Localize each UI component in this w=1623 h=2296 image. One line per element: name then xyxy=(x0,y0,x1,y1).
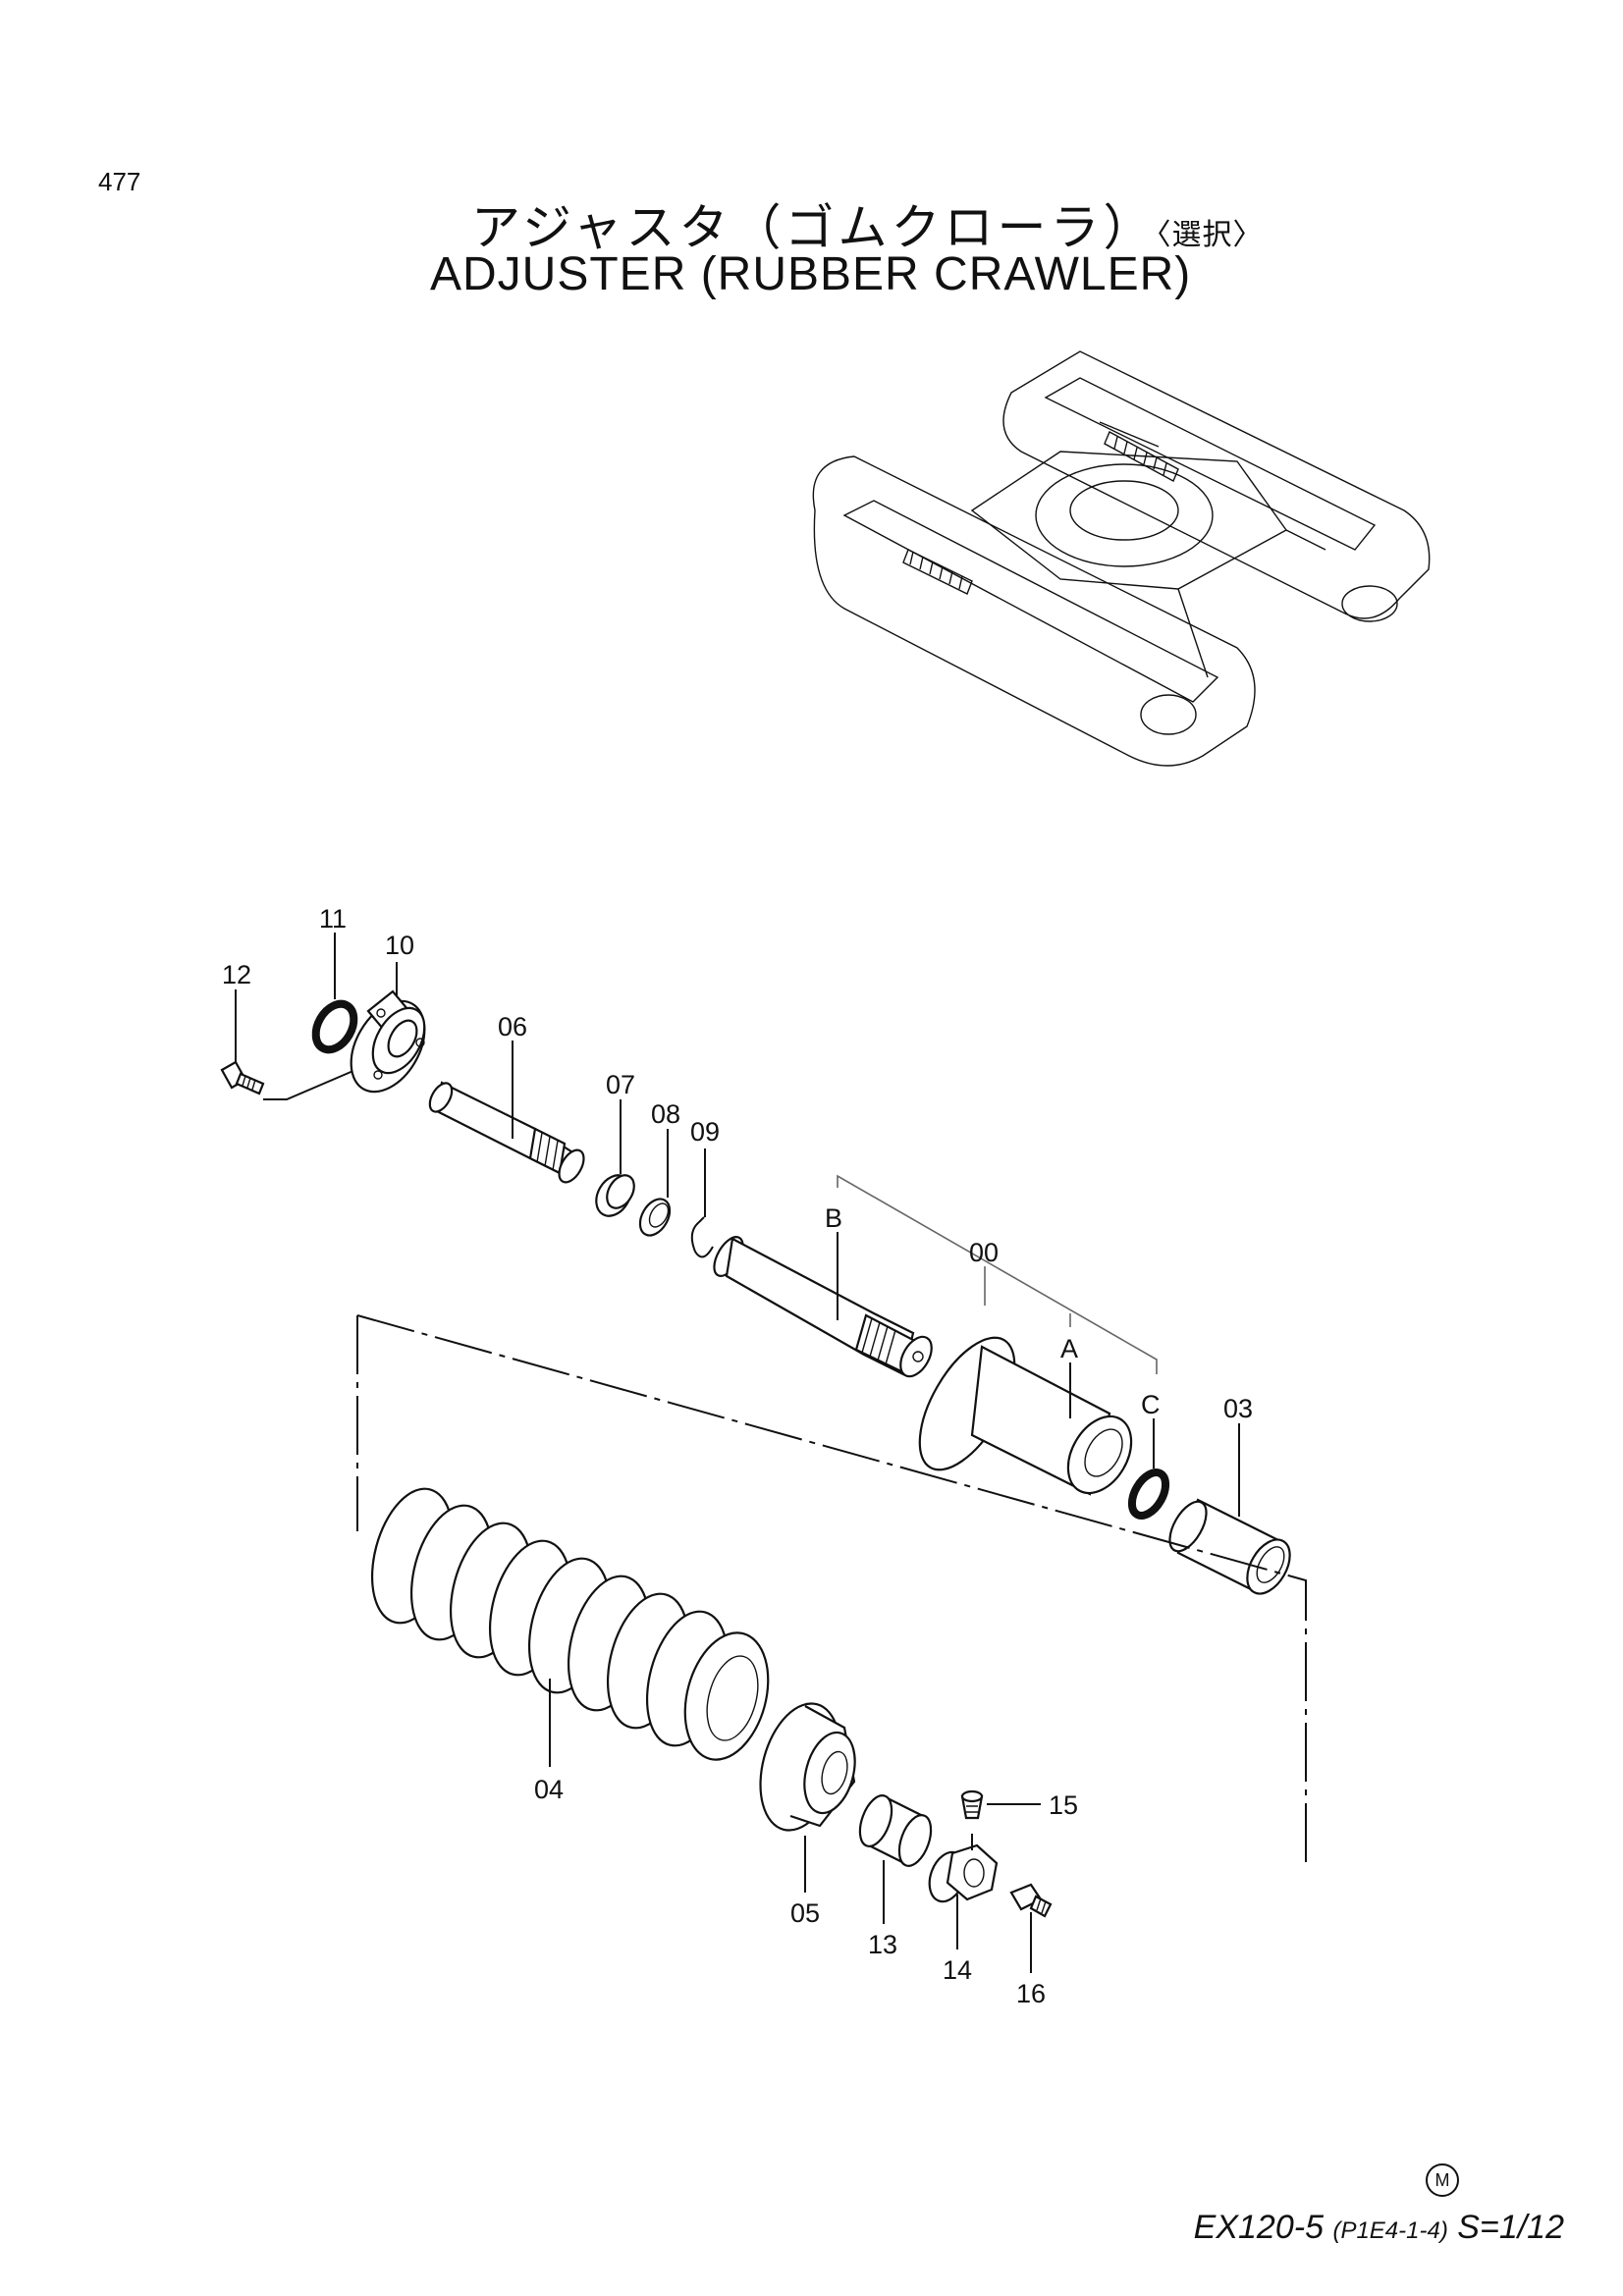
callout-09: 09 xyxy=(690,1117,720,1147)
footer-model: EX120-5 xyxy=(1193,2209,1324,2246)
callout-10: 10 xyxy=(385,931,414,960)
footer-scale: S=1/12 xyxy=(1457,2209,1564,2246)
part-03-bushing xyxy=(1168,1498,1291,1595)
title-japanese: アジャスタ（ゴムクローラ）〈選択〉 xyxy=(471,188,1264,259)
footer-model-info: EX120-5 (P1E4-1-4) S=1/12 xyxy=(1194,2209,1564,2247)
callout-06: 06 xyxy=(498,1012,527,1041)
part-15-grease-fitting xyxy=(960,1789,984,1820)
part-09-snap-ring xyxy=(690,1216,714,1258)
callout-b: B xyxy=(825,1203,842,1233)
part-04-spring xyxy=(370,1487,770,1761)
callout-00: 00 xyxy=(969,1238,999,1267)
part-08-ring xyxy=(638,1198,672,1237)
callout-15: 15 xyxy=(1049,1790,1078,1820)
part-10-flange xyxy=(350,989,426,1094)
callout-13: 13 xyxy=(868,1930,897,1959)
callout-03: 03 xyxy=(1223,1394,1253,1423)
callout-16: 16 xyxy=(1016,1979,1046,2008)
part-13-bushing xyxy=(858,1794,933,1867)
spring-hatch-far xyxy=(1104,431,1179,482)
callout-05: 05 xyxy=(790,1898,820,1928)
callout-11: 11 xyxy=(319,904,347,934)
part-a-cylinder xyxy=(918,1336,1133,1496)
callout-12: 12 xyxy=(222,960,251,989)
spring-hatch-near xyxy=(902,549,973,595)
title-japanese-main: アジャスタ（ゴムクローラ） xyxy=(471,199,1157,256)
title-english: ADJUSTER (RUBBER CRAWLER) xyxy=(430,248,1192,300)
part-06-rod xyxy=(428,1081,585,1184)
callout-04: 04 xyxy=(534,1775,564,1804)
part-05-spring-seat xyxy=(759,1702,856,1832)
callout-07: 07 xyxy=(606,1070,635,1099)
undercarriage-overview xyxy=(812,350,1431,767)
m-circle-mark: M xyxy=(1426,2163,1459,2197)
footer-code: (P1E4-1-4) xyxy=(1332,2217,1448,2244)
callout-08: 08 xyxy=(651,1099,680,1129)
callout-a: A xyxy=(1060,1334,1078,1363)
title-japanese-suffix: 〈選択〉 xyxy=(1156,218,1264,252)
part-12-bolt xyxy=(220,1060,265,1095)
callout-14: 14 xyxy=(943,1955,972,1985)
part-16-bolt xyxy=(1009,1883,1053,1918)
part-b-piston-rod xyxy=(713,1236,933,1378)
page-number: 477 xyxy=(98,167,141,196)
part-11-o-ring xyxy=(311,999,358,1054)
part-07-ring xyxy=(595,1174,635,1217)
part-c-o-ring xyxy=(1127,1468,1170,1520)
part-14-nut xyxy=(928,1834,999,1903)
callout-c: C xyxy=(1141,1390,1161,1419)
